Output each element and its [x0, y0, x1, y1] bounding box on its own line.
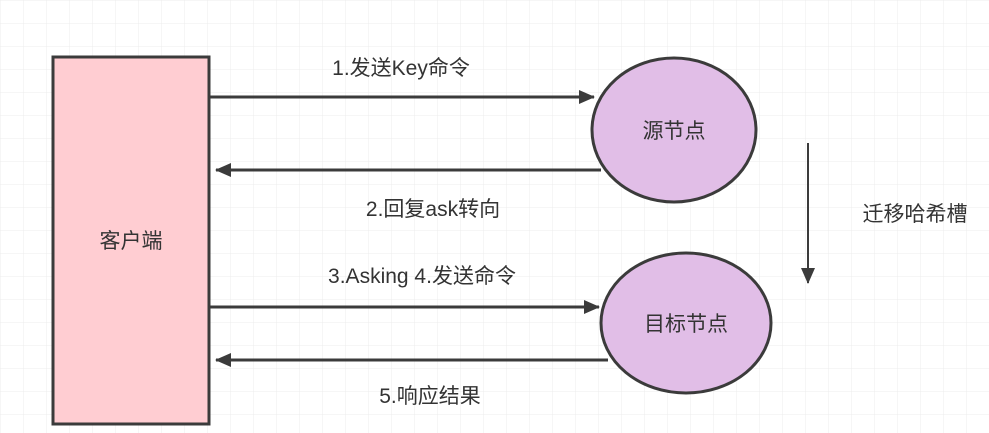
arrow-asking-send-label: 3.Asking 4.发送命令: [328, 265, 516, 288]
arrow-migrate-slot-label: 迁移哈希槽: [863, 203, 968, 226]
arrow-response-label: 5.响应结果: [379, 385, 481, 408]
target-node-shape: [599, 251, 773, 395]
arrow-reply-ask-label: 2.回复ask转向: [366, 198, 500, 221]
arrow-send-key-label: 1.发送Key命令: [332, 57, 470, 80]
source-node-shape: [590, 56, 758, 204]
client-node-shape: [51, 55, 211, 426]
client-node-label: 客户端: [100, 230, 163, 253]
target-node-label: 目标节点: [644, 313, 728, 336]
source-node-label: 源节点: [643, 120, 706, 143]
